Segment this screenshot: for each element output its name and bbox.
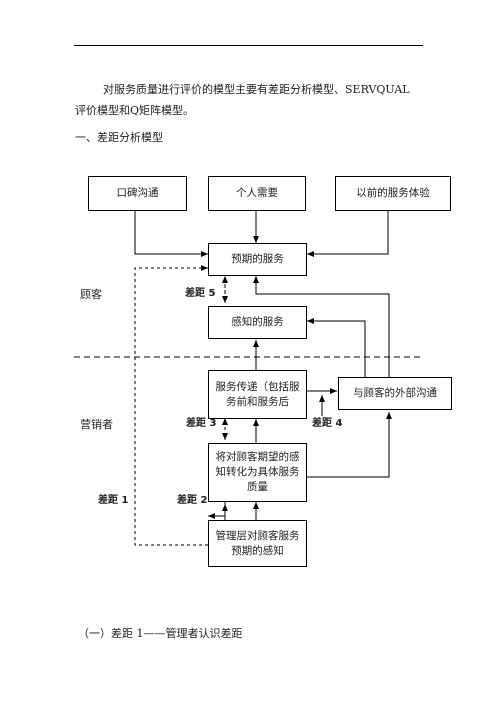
expected-service-box: 预期的服务	[208, 243, 307, 276]
top-rule	[74, 45, 423, 46]
arrow-word-of-mouth	[134, 211, 208, 257]
arrow-gap2-left	[208, 500, 226, 519]
subsection-heading: （一）差距 1——管理者认识差距	[78, 627, 243, 640]
arrow-perceived-to-expected-loop	[253, 276, 390, 377]
intro-line-2: 评价模型和Q矩阵模型。	[75, 104, 195, 117]
gap2-label: 差距 2	[177, 495, 208, 506]
personal-needs-box: 个人需要	[208, 176, 306, 211]
arrow-external-to-perceived	[307, 318, 366, 377]
arrow-translation-to-external	[307, 412, 392, 478]
customer-label: 顾客	[80, 288, 102, 301]
translation-box: 将对顾客期望的感知转化为具体服务质量	[208, 443, 307, 502]
service-delivery-box: 服务传递（包括服务前和服务后	[208, 370, 307, 419]
word-of-mouth-box: 口碑沟通	[88, 176, 187, 211]
gap5-label: 差距 5	[185, 288, 216, 299]
intro-line-1: 对服务质量进行评价的模型主要有差距分析模型、SERVQUAL	[103, 83, 410, 96]
gap1-dashed-line	[134, 265, 208, 546]
gap4-label: 差距 4	[312, 418, 343, 429]
arrow-past-experience	[307, 211, 389, 257]
gap3-label: 差距 3	[186, 418, 217, 429]
section-heading: 一、差距分析模型	[75, 131, 163, 144]
gap1-label: 差距 1	[98, 495, 129, 506]
external-communication-box: 与顾客的外部沟通	[338, 377, 452, 410]
past-experience-box: 以前的服务体验	[335, 176, 451, 211]
perceived-service-box: 感知的服务	[208, 306, 307, 339]
marketer-label: 营销者	[80, 418, 113, 431]
management-perception-box: 管理层对顾客服务预期的感知	[208, 520, 307, 567]
